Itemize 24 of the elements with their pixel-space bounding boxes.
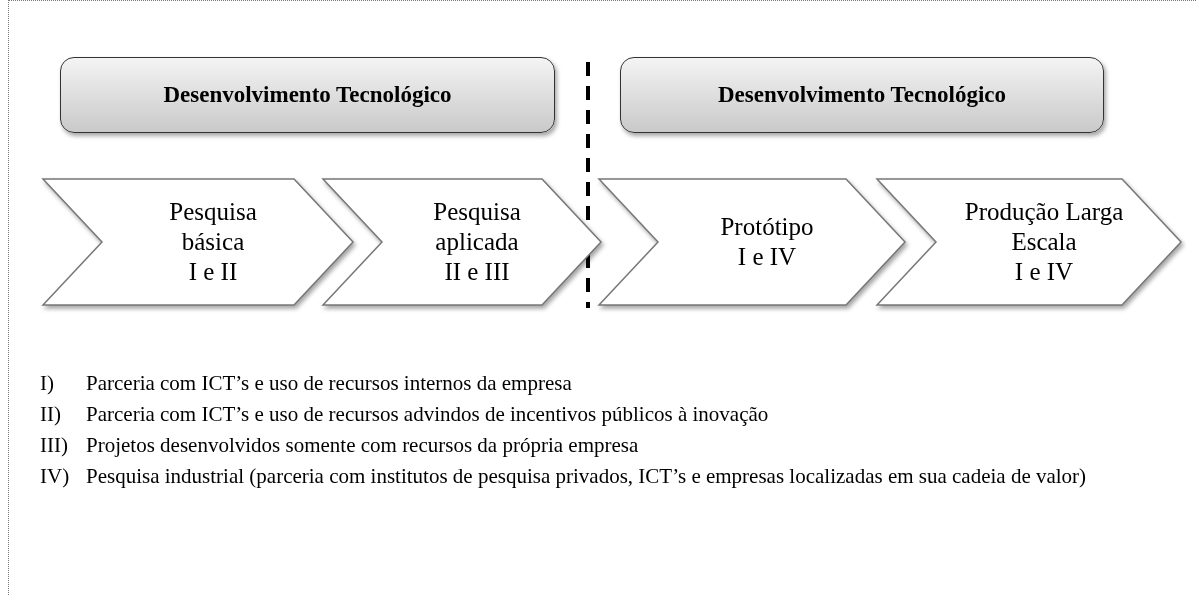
chevron-shape: [322, 178, 602, 306]
header-box: [60, 57, 555, 133]
chevron-shape: [598, 178, 906, 306]
stage-text: I e IV: [737, 242, 797, 272]
chevron-shape: [876, 178, 1182, 306]
stage-text: I e IV: [1014, 257, 1074, 287]
stage-text: Produção Larga Escala: [963, 197, 1125, 257]
stage-text: Protótipo: [720, 212, 814, 242]
header-box: [620, 57, 1104, 133]
list-numeral: II): [40, 401, 62, 428]
header-text: Desenvolvimento Tecnológico: [163, 80, 452, 109]
stage-text: Pesquisa básica: [168, 197, 258, 257]
list-item-text: Parceria com ICT’s e uso de recursos internos da empresa: [86, 370, 573, 397]
list-numeral: III): [40, 432, 69, 459]
stage-text: I e II: [188, 257, 238, 287]
list-item-text: Pesquisa industrial (parceria com institutos de pesquisa privados, ICT’s e empresas localizadas em sua cadeia de valor): [86, 463, 1088, 490]
list-item-text: Parceria com ICT’s e uso de recursos advindos de incentivos públicos à inovação: [86, 401, 770, 428]
stage-text: Pesquisa aplicada: [432, 197, 522, 257]
stage-text: II e III: [444, 257, 510, 287]
list-numeral: IV): [40, 463, 71, 490]
chevron-shape: [42, 178, 354, 306]
header-text: Desenvolvimento Tecnológico: [717, 80, 1007, 109]
list-item-text: Projetos desenvolvidos somente com recursos da própria empresa: [86, 432, 640, 459]
list-numeral: I): [40, 370, 55, 397]
